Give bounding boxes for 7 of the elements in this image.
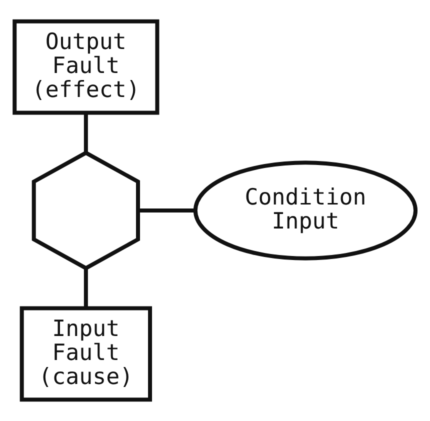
node-ellipse: Condition Input [193,160,418,260]
node-hexagon [32,150,140,270]
node-box: Input Fault (cause) [20,306,152,402]
connector [84,113,88,152]
connector [138,208,196,212]
connector [84,268,88,308]
node-box: Output Fault (effect) [12,19,160,115]
